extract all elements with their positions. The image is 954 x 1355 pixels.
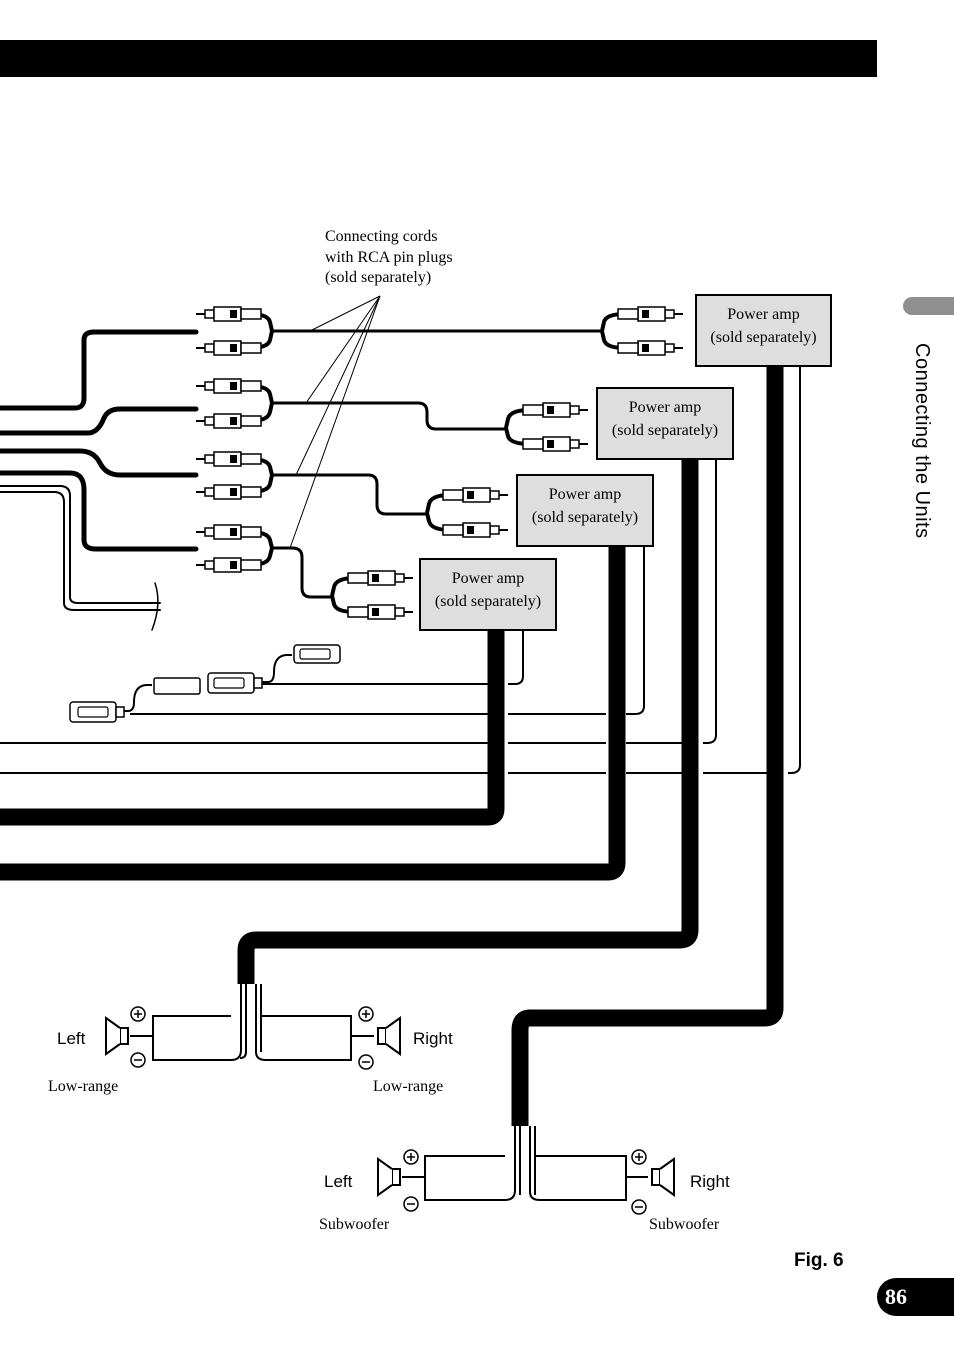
subwoofer-left-side-label: Left (324, 1172, 353, 1191)
lowrange-speaker-wires (130, 984, 374, 1061)
page-number: 86 (877, 1278, 954, 1316)
header-bar (0, 40, 877, 77)
subwoofer-right-side-label: Right (690, 1172, 730, 1191)
figure-label: Fig. 6 (794, 1250, 844, 1271)
subwoofer-left-speaker-icon (377, 1158, 401, 1196)
lowrange-left-side-label: Left (57, 1029, 86, 1048)
section-title: Connecting the Units (911, 343, 933, 539)
power-amp-2: Power amp (sold separately) (596, 387, 734, 460)
power-amp-1: Power amp (sold separately) (695, 294, 832, 367)
subwoofer-left-type-label: Subwoofer (319, 1216, 390, 1233)
polarity-symbols (130, 1006, 647, 1215)
lowrange-right-type-label: Low-range (373, 1078, 444, 1095)
subwoofer-right-type-label: Subwoofer (649, 1216, 720, 1233)
lowrange-right-speaker-icon (377, 1017, 401, 1055)
rca-plugs-left (195, 306, 262, 573)
rca-cords-label: Connecting cords with RCA pin plugs (sol… (325, 228, 453, 286)
lowrange-right-side-label: Right (413, 1029, 453, 1048)
lowrange-left-speaker-icon (105, 1017, 129, 1055)
rca-cable-1 (0, 329, 199, 631)
section-tab-marker (903, 297, 954, 315)
remote-lead-connectors (69, 644, 341, 723)
lowrange-left-type-label: Low-range (48, 1078, 119, 1095)
power-amp-4: Power amp (sold separately) (419, 558, 557, 631)
subwoofer-right-speaker-icon (651, 1158, 675, 1196)
subwoofer-wires (402, 1126, 648, 1201)
power-amp-3: Power amp (sold separately) (516, 474, 654, 547)
